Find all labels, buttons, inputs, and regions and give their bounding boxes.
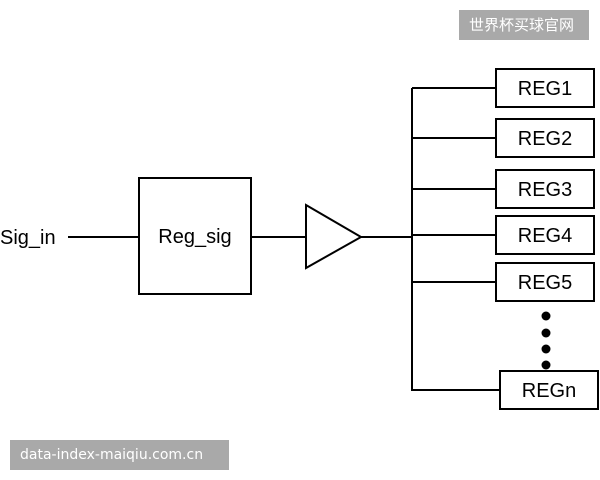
ellipsis-dot: [541, 328, 551, 338]
ellipsis-dot: [541, 360, 551, 370]
register-label: REGn: [522, 380, 576, 402]
watermark-bottom-left: data-index-maiqiu.com.cn: [10, 440, 229, 470]
register-label: REG1: [518, 78, 572, 100]
register-label: REG2: [518, 128, 572, 150]
buffer-triangle: [305, 203, 364, 270]
register-label: REG3: [518, 179, 572, 201]
ellipsis-dots: [541, 311, 551, 370]
register-label: REG5: [518, 272, 572, 294]
input-label: Sig_in: [0, 227, 56, 249]
reg-sig-block: [138, 177, 252, 295]
register-box: [499, 370, 599, 410]
register-label: REG4: [518, 225, 572, 247]
watermark-top-right: 世界杯买球官网: [459, 10, 589, 40]
reg-sig-label: Reg_sig: [158, 226, 231, 248]
register-box: [495, 215, 595, 255]
register-box: [495, 118, 595, 158]
register-box: [495, 68, 595, 108]
register-box: [495, 262, 595, 302]
register-box: [495, 169, 595, 209]
ellipsis-dot: [541, 311, 551, 321]
ellipsis-dot: [541, 344, 551, 354]
